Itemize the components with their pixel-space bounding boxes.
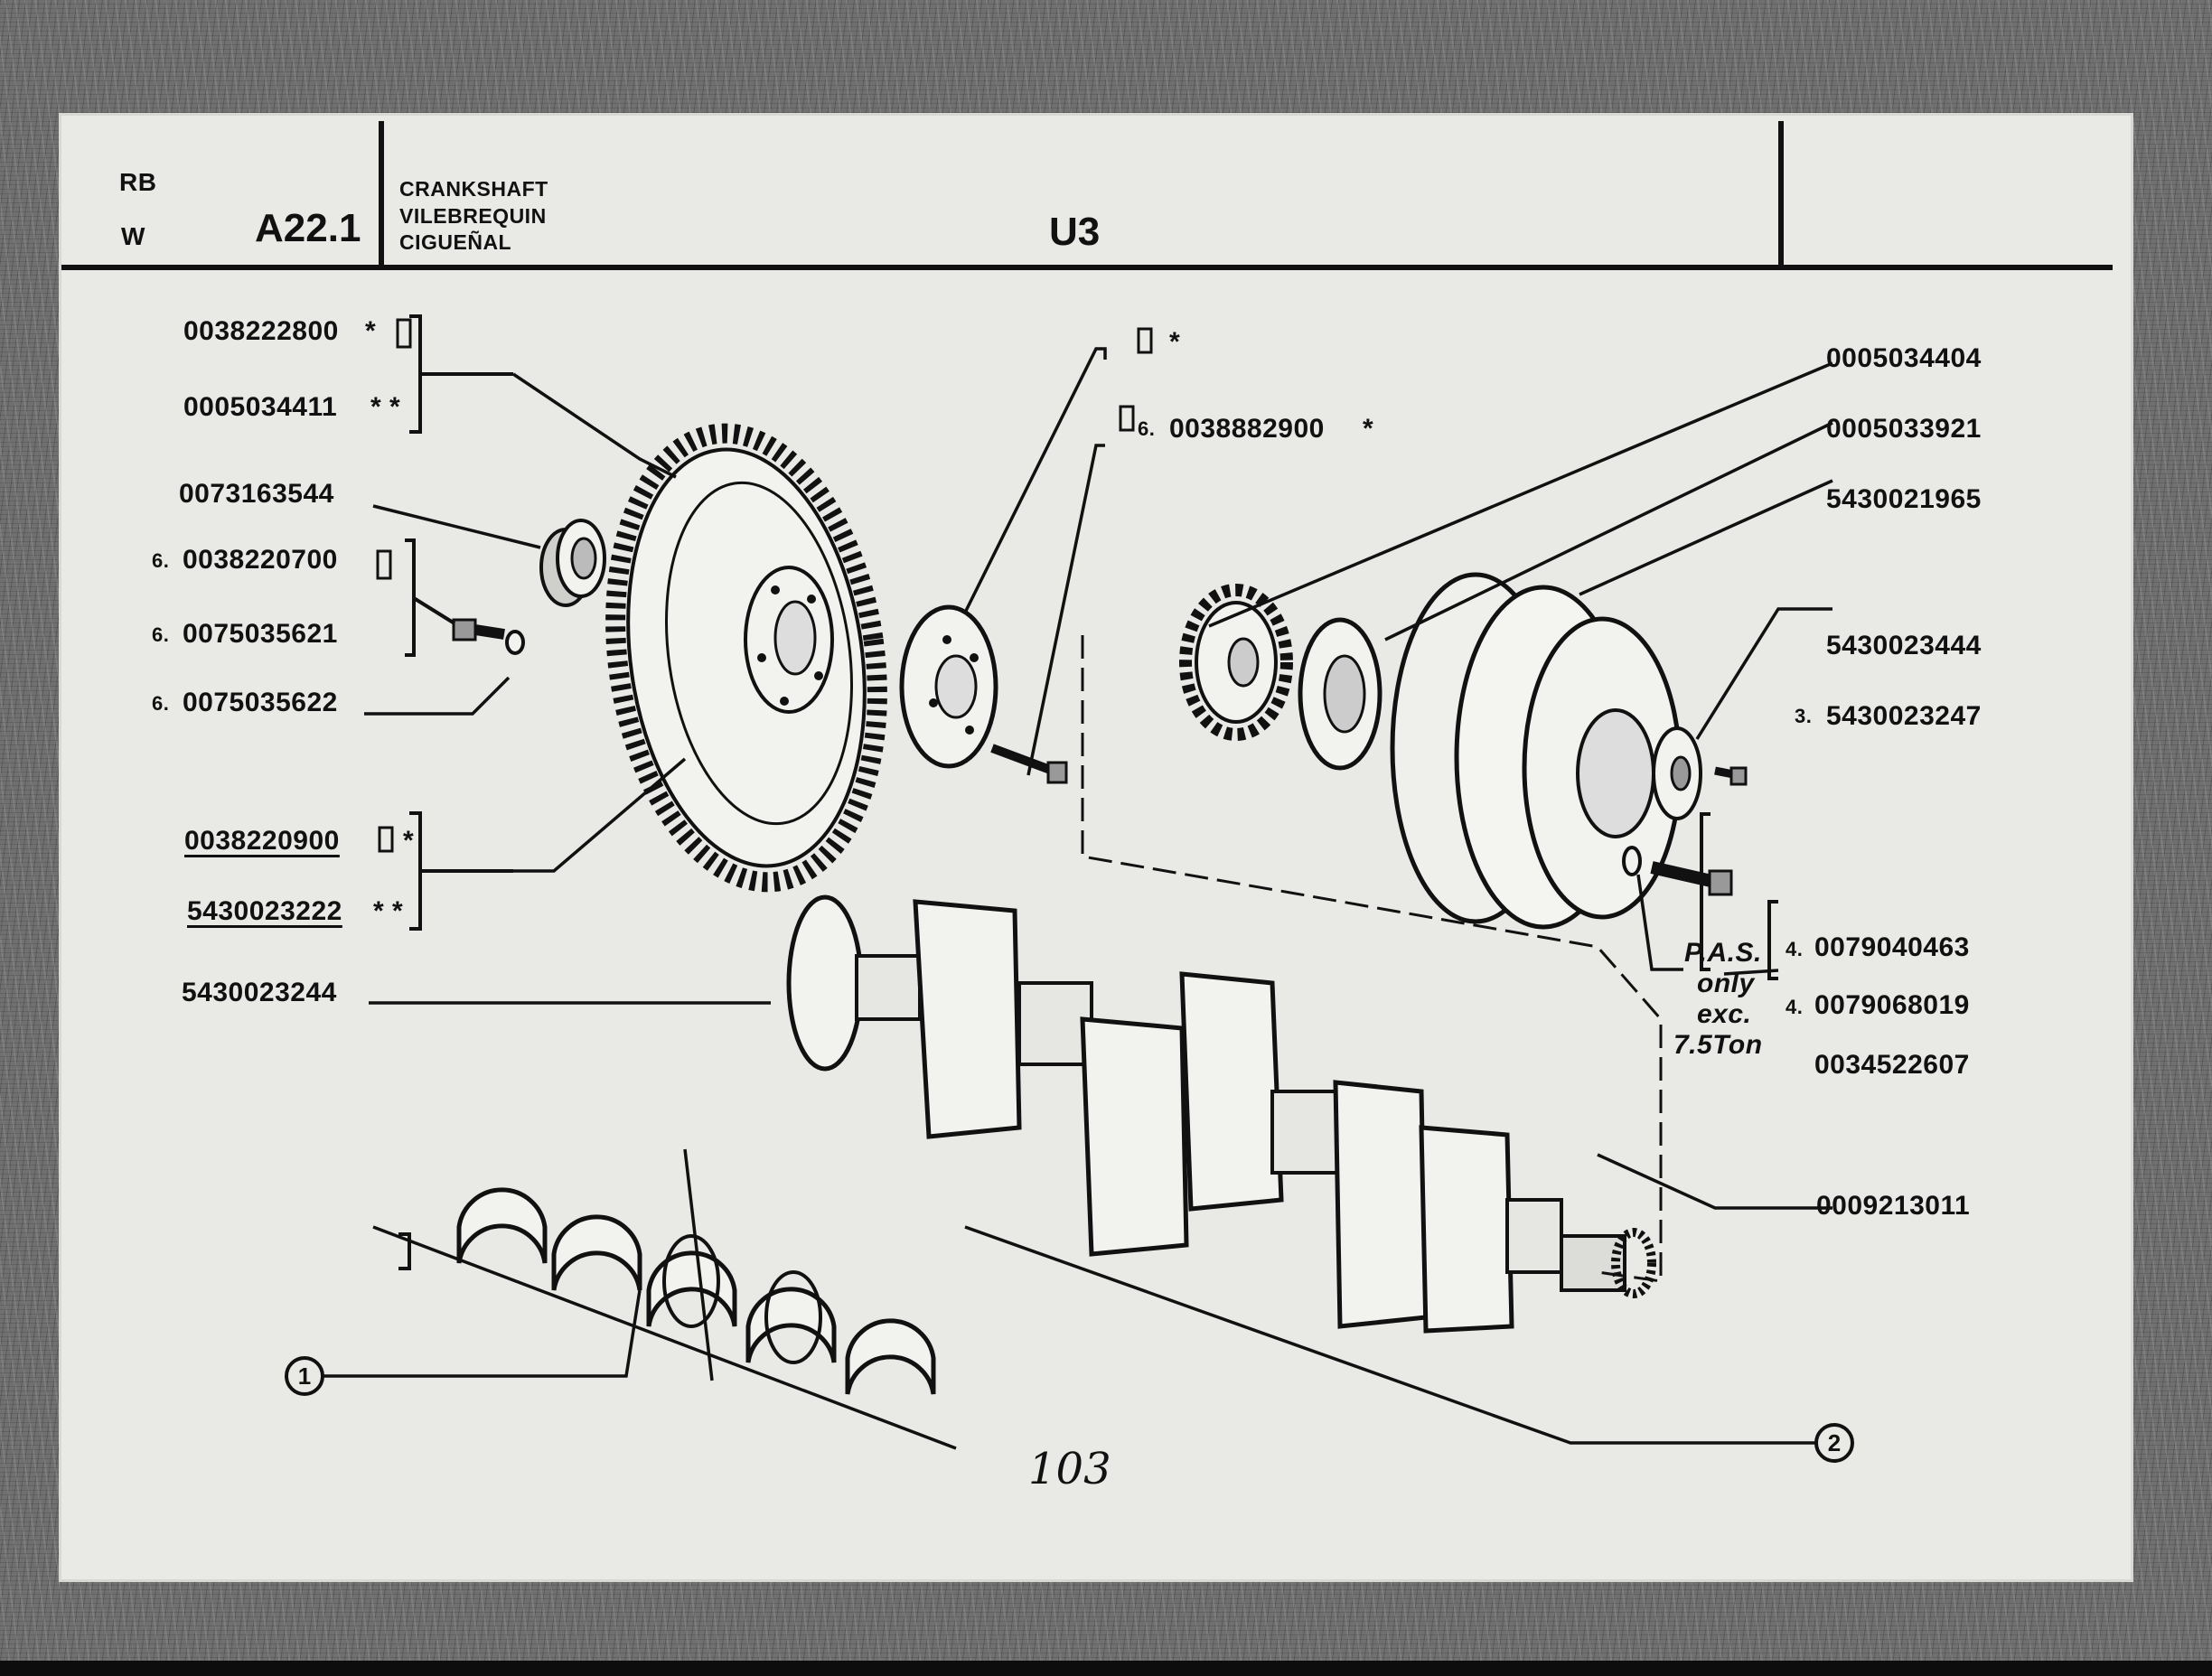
crankshaft-pulley — [1390, 572, 1748, 930]
leader-lines — [305, 347, 1833, 1450]
crankshaft — [786, 894, 1656, 1334]
part-5430023222: 5430023222 — [187, 896, 342, 926]
part-5430023247: 5430023247 — [1826, 701, 1982, 731]
part-0075035622: 0075035622 — [183, 688, 338, 717]
mark-star: * — [1363, 414, 1374, 444]
seal-ring — [1298, 617, 1382, 771]
part-0009213011: 0009213011 — [1816, 1191, 1971, 1221]
part-0005034411: 0005034411 — [183, 392, 338, 422]
part-0005034404: 0005034404 — [1826, 343, 1982, 373]
part-0075035621: 0075035621 — [183, 619, 338, 649]
sheet-header: RB W A22.1 CRANKSHAFT VILEBREQUIN CIGUEÑ… — [61, 116, 2131, 270]
mark-double-star: * * — [373, 896, 404, 926]
main-bearing-shells — [456, 1187, 936, 1395]
header-divider-left — [379, 121, 384, 266]
part-5430023444: 5430023444 — [1826, 631, 1982, 660]
ref-circle-1 — [285, 1356, 324, 1396]
part-0034522607: 0034522607 — [1814, 1050, 1970, 1080]
part-0038220900: 0038220900 — [184, 826, 340, 856]
title-french: VILEBREQUIN — [399, 204, 547, 228]
ref-circle-2 — [1814, 1423, 1854, 1463]
part-0005033921: 0005033921 — [1826, 414, 1982, 444]
qty-6: 6. — [152, 692, 170, 715]
bottom-border — [0, 1661, 2212, 1676]
timing-gear — [1179, 584, 1293, 741]
pas-note-line1: P.A.S. — [1684, 938, 1762, 968]
part-symbol-icons — [376, 318, 1153, 853]
mark-star: * — [403, 826, 415, 856]
flywheel-bolt — [452, 618, 525, 655]
title-spanish: CIGUEÑAL — [399, 230, 512, 254]
mark-star: * — [365, 316, 377, 346]
adapter-plate — [899, 604, 1068, 784]
part-0079068019: 0079068019 — [1814, 990, 1970, 1020]
header-code-w: W — [121, 222, 145, 250]
part-5430021965: 5430021965 — [1826, 484, 1982, 514]
mark-star: * — [1169, 327, 1181, 357]
pas-note-line2: only — [1697, 969, 1755, 998]
part-0073163544: 0073163544 — [179, 479, 334, 509]
pilot-bearing — [539, 519, 606, 607]
part-0038220700: 0038220700 — [183, 545, 338, 575]
title-english: CRANKSHAFT — [399, 177, 548, 201]
flywheel — [605, 423, 887, 893]
part-5430023244: 5430023244 — [182, 978, 337, 1007]
pas-note-line3: exc. — [1697, 999, 1752, 1029]
handwritten-page-number: 103 — [1028, 1444, 1111, 1494]
qty-3: 3. — [1795, 705, 1813, 727]
part-0038222800: 0038222800 — [183, 316, 339, 346]
qty-4: 4. — [1786, 996, 1804, 1018]
ref-number-2: 2 — [1828, 1429, 1841, 1456]
part-0038882900: 0038882900 — [1169, 414, 1325, 444]
ref-number-1: 1 — [298, 1362, 311, 1390]
header-divider-right — [1778, 121, 1784, 266]
part-0079040463: 0079040463 — [1814, 932, 1970, 962]
qty-4: 4. — [1786, 938, 1804, 960]
mark-double-star: * * — [370, 392, 401, 422]
header-code-rb: RB — [119, 168, 157, 196]
qty-6: 6. — [152, 623, 170, 646]
qty-6: 6. — [152, 549, 170, 572]
parts-catalog-sheet: RB W A22.1 CRANKSHAFT VILEBREQUIN CIGUEÑ… — [61, 116, 2131, 1579]
pas-note-line4: 7.5Ton — [1673, 1030, 1763, 1060]
section-number: A22.1 — [255, 206, 361, 250]
callout-brackets — [398, 314, 1778, 1270]
header-rule — [61, 265, 2113, 270]
group-code: U3 — [1049, 210, 1101, 254]
exploded-crankshaft-diagram: 1 2 — [285, 314, 1854, 1463]
qty-6: 6. — [1138, 417, 1156, 440]
